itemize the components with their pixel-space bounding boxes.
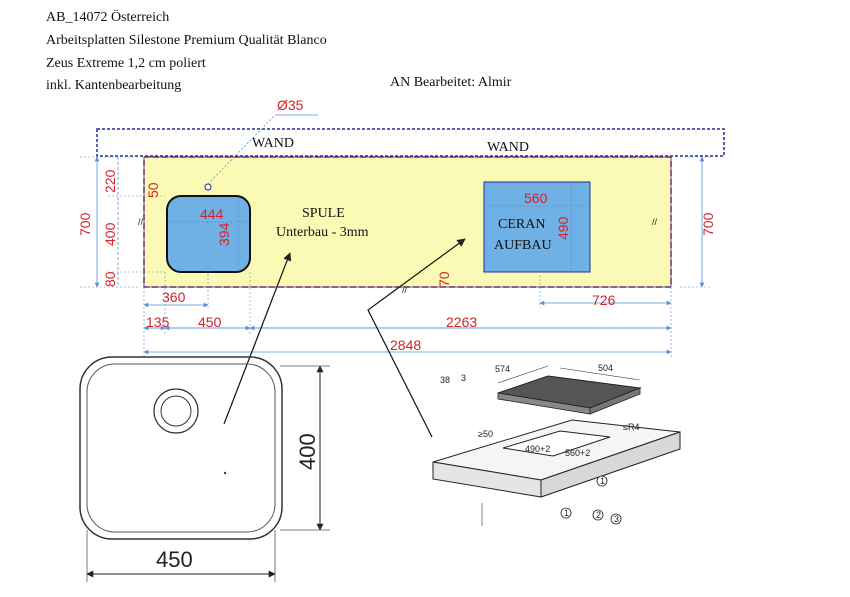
callout-4-label: 3	[614, 514, 619, 524]
depth-left-label: 700	[77, 212, 93, 236]
sink-width-value: 450	[156, 547, 193, 572]
depth-right-label: 700	[700, 212, 716, 236]
break-mark-left: //	[138, 217, 144, 227]
sink-center-mark	[223, 471, 227, 475]
pointer-arrow-sink	[223, 252, 292, 425]
worktop-plan: WAND WAND 444 394 Ø35 SPULE Unterbau - 3…	[77, 97, 725, 438]
hob-height-label: 490	[555, 216, 571, 240]
wall-label-left: WAND	[252, 136, 294, 151]
hob-490-label: 490+2	[525, 444, 550, 454]
sink-height-label: 394	[216, 222, 232, 246]
sink-width-label: 444	[200, 206, 224, 222]
header-finish: Zeus Extreme 1,2 cm poliert	[46, 56, 206, 71]
dim-50-label: 50	[145, 182, 161, 198]
header-order: AB_14072 Österreich	[46, 10, 170, 25]
sink-sublabel: Unterbau - 3mm	[276, 225, 369, 240]
dim-726-label: 726	[592, 292, 616, 308]
hob-side-edge	[589, 387, 641, 415]
dim-2263-label: 2263	[446, 314, 477, 330]
callout-1-circle	[596, 475, 608, 487]
callout-3-label: 2	[596, 510, 601, 520]
hob-574-line	[497, 365, 549, 384]
hob-504-line	[559, 367, 641, 381]
sink-cutout	[166, 195, 251, 273]
pointer-arrow-hob	[367, 238, 466, 438]
callout-2-circle	[560, 507, 572, 519]
counter-side-face	[540, 431, 681, 498]
hob-38-label: 38	[440, 375, 450, 385]
header-material: Arbeitsplatten Silestone Premium Qualitä…	[46, 33, 327, 48]
drain-outer	[153, 388, 199, 434]
dim-80-label: 80	[102, 271, 118, 287]
hob-glass-top	[497, 375, 642, 409]
hob-50-label: ≥50	[478, 429, 493, 439]
hob-cutout	[483, 181, 591, 273]
dim-450-label: 450	[198, 314, 222, 330]
hob-width-label: 560	[524, 190, 548, 206]
hob-r4-label: ≤R4	[623, 422, 639, 432]
header-editor: AN Bearbeitet: Almir	[390, 75, 512, 90]
wall-outline	[96, 128, 725, 157]
callout-3-circle	[592, 509, 604, 521]
hob-label-2: AUFBAU	[494, 238, 552, 253]
wall-label-right: WAND	[487, 140, 529, 155]
dim-135-label: 135	[146, 314, 170, 330]
tap-hole	[204, 183, 212, 191]
sink-label: SPULE	[302, 206, 345, 221]
callout-1-label: 1	[600, 476, 605, 486]
dim-2848-label: 2848	[390, 337, 421, 353]
hob-3-label: 3	[461, 373, 466, 383]
counter-cutout	[502, 430, 611, 457]
worktop-edge	[143, 156, 672, 288]
sink-height-value: 400	[295, 433, 320, 470]
hob-560-label: 560+2	[565, 448, 590, 458]
tap-hole-label: Ø35	[277, 97, 304, 113]
sink-detail-drawing: 400 450	[79, 356, 330, 582]
break-mark-bottom: //	[402, 285, 408, 295]
hob-504-label: 504	[598, 363, 613, 373]
dim-360-label: 360	[162, 289, 186, 305]
callout-4-circle	[610, 513, 622, 525]
sink-outer-rim	[79, 356, 283, 540]
dim-400-label: 400	[102, 222, 118, 246]
break-mark-right: //	[652, 217, 658, 227]
dim-220-label: 220	[102, 169, 118, 193]
hob-label-1: CERAN	[498, 217, 545, 232]
tap-hole-leader	[207, 114, 276, 185]
hob-detail-drawing: 574 504 38 3 ≥50 490+2 560+2 ≤R4 1 1 2 3	[432, 363, 681, 526]
hob-gap-label: 70	[436, 271, 452, 287]
sink-inner-rim	[86, 363, 276, 533]
drain-inner	[160, 395, 192, 427]
hob-574-label: 574	[495, 364, 510, 374]
header-edge: inkl. Kantenbearbeitung	[46, 78, 182, 93]
callout-2-label: 1	[564, 508, 569, 518]
